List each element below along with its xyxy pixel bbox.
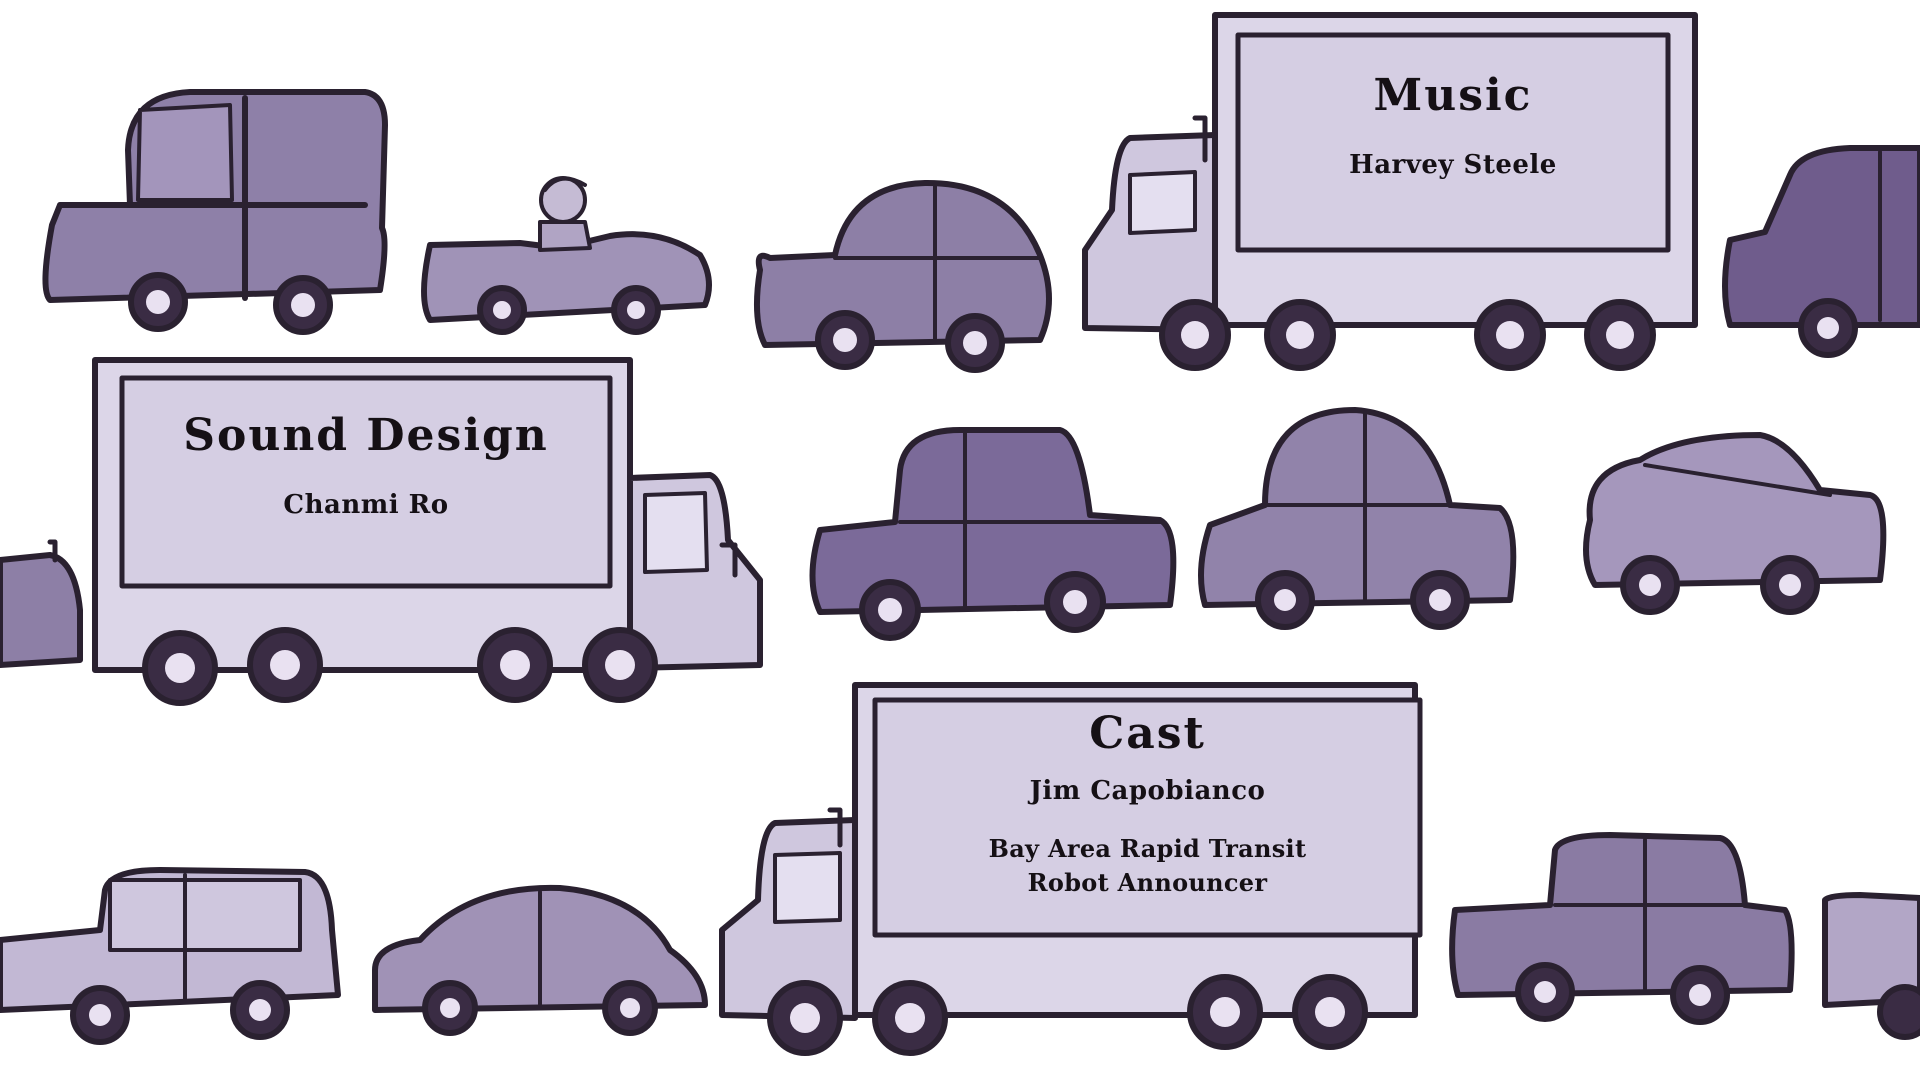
pickup-truck-middle (809, 427, 1177, 641)
sound-design-credit-name: Chanmi Ro (283, 490, 449, 520)
dark-car-top-right (1722, 145, 1920, 358)
sedan-bottom-right (1449, 832, 1795, 1025)
beetle-car-top (754, 179, 1052, 373)
cast-credit-role-line2: Robot Announcer (1027, 868, 1268, 897)
beetle-car-bottom (372, 884, 708, 1036)
sound-design-credit-title: Sound Design (183, 410, 549, 461)
music-credit-name: Harvey Steele (1349, 150, 1557, 180)
music-credit-title: Music (1373, 70, 1533, 121)
music-box-truck (1082, 12, 1698, 371)
cast-box-truck (719, 682, 1423, 1056)
bubble-car-middle (1198, 407, 1517, 630)
cast-credit-role-line1: Bay Area Rapid Transit (988, 834, 1307, 863)
van-bottom-left (0, 867, 341, 1045)
sound-design-box-truck (92, 357, 763, 706)
convertible-with-driver (421, 176, 712, 335)
beetle-car-middle-right (1583, 432, 1887, 615)
partial-car-right-edge (1822, 892, 1920, 1040)
partial-car-left-edge (0, 539, 83, 668)
cast-credit-title: Cast (1089, 708, 1206, 759)
pickup-truck-top-left (42, 89, 388, 335)
cast-credit-name: Jim Capobianco (1029, 776, 1266, 806)
